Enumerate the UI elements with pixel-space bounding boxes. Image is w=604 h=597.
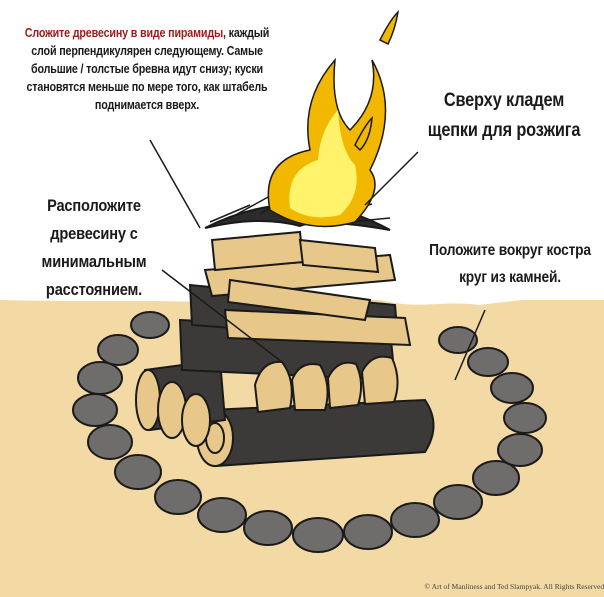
caption-pyramid-rest: , каждый слой перпендикулярен следующему… (26, 26, 270, 112)
bottom-log (208, 398, 435, 468)
pointer-pyramid (149, 139, 201, 229)
caption-stones: Положите вокруг костра круг из камней. (429, 242, 591, 286)
pointer-spacing (161, 269, 283, 363)
caption-pyramid-highlight: Сложите древесину в виде пирамиды (24, 26, 224, 40)
caption-spacing: Расположите древесину с минимальным расс… (41, 196, 147, 299)
log-pile (135, 189, 435, 468)
pointer-lines (149, 139, 486, 381)
stone-ring (72, 311, 547, 553)
flame (267, 9, 400, 228)
caption-pyramid: Сложите древесину в виде пирамиды, кажды… (14, 24, 281, 114)
pointer-tinder (364, 151, 419, 206)
pointer-stones (454, 309, 486, 381)
caption-tinder: Сверху кладем щепки для розжига (427, 90, 581, 141)
copyright-notice: © Art of Manliness and Ted Slampyak. All… (424, 582, 604, 591)
